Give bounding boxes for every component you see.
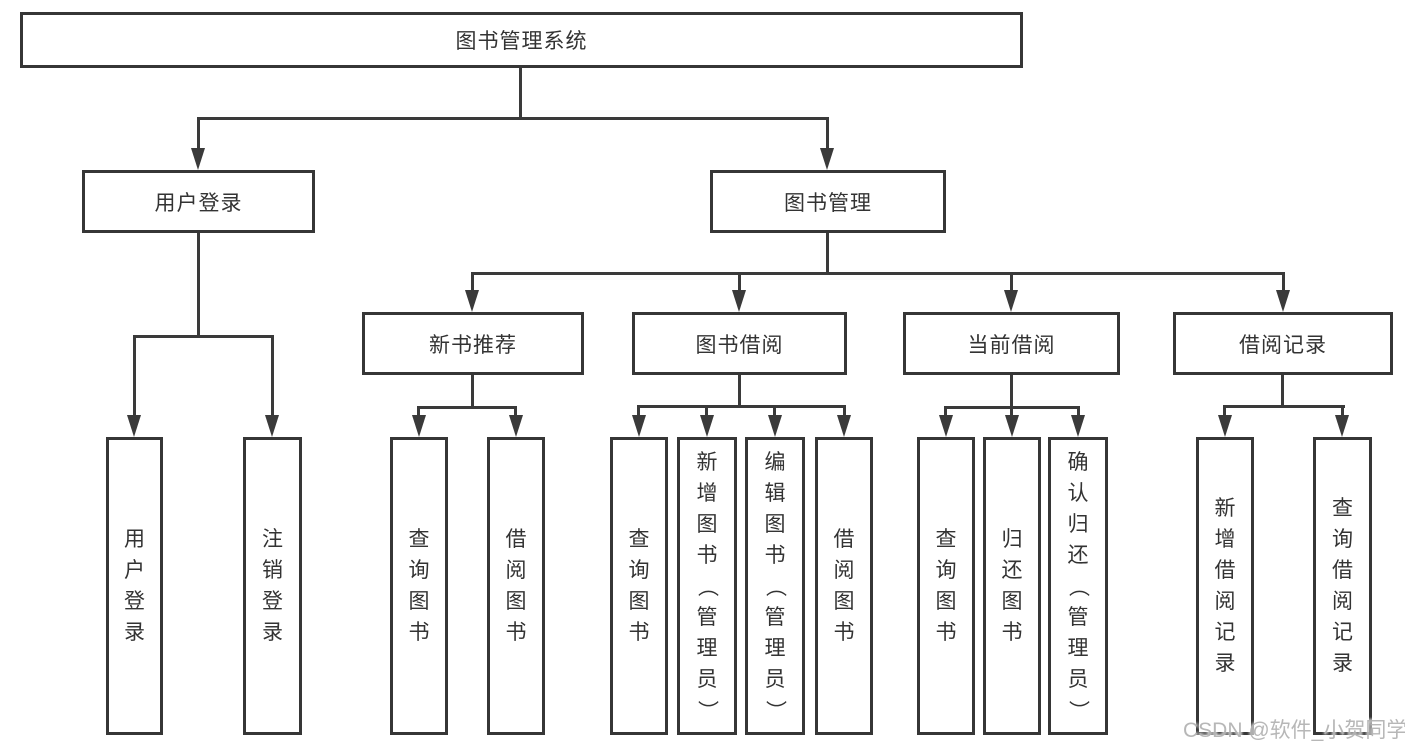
- node-root-system: 图书管理系统: [20, 12, 1023, 68]
- connector: [197, 233, 200, 335]
- csdn-watermark: CSDN @软件_小贺同学: [1183, 719, 1405, 742]
- connector: [133, 335, 274, 338]
- arrowhead-down: [1276, 290, 1290, 312]
- arrowhead-down: [700, 415, 714, 437]
- node-borrowing-records: 借阅记录: [1173, 312, 1393, 375]
- node-current-borrowing: 当前借阅: [903, 312, 1120, 375]
- arrowhead-down: [768, 415, 782, 437]
- connector: [1077, 406, 1080, 418]
- leaf-confirm-return-admin: 确认归还（管理员）: [1048, 437, 1108, 735]
- connector: [637, 405, 640, 417]
- connector: [417, 406, 420, 418]
- arrowhead-down: [837, 415, 851, 437]
- connector: [843, 405, 846, 417]
- node-label: 确认归还（管理员）: [1066, 450, 1090, 721]
- node-label: 用户登录: [124, 528, 145, 644]
- leaf-logout: 注销登录: [243, 437, 302, 735]
- arrowhead-down: [412, 415, 426, 437]
- arrowhead-down: [191, 148, 205, 170]
- leaf-query-borrow-record: 查询借阅记录: [1313, 437, 1372, 735]
- node-label: 查询图书: [408, 528, 430, 644]
- connector: [471, 272, 474, 292]
- connector: [1341, 405, 1344, 417]
- node-label: 借阅图书: [833, 528, 855, 644]
- connector: [133, 335, 136, 417]
- arrowhead-down: [1335, 415, 1349, 437]
- node-label: 借阅图书: [505, 528, 527, 644]
- node-label: 查询图书: [935, 528, 957, 644]
- connector: [471, 375, 474, 406]
- node-label: 借阅记录: [1239, 333, 1327, 357]
- arrowhead-down: [509, 415, 523, 437]
- leaf-edit-book-admin: 编辑图书（管理员）: [745, 437, 805, 735]
- node-label: 当前借阅: [967, 333, 1056, 357]
- node-book-management: 图书管理: [710, 170, 946, 233]
- connector: [738, 272, 741, 292]
- node-user-login: 用户登录: [82, 170, 315, 233]
- connector: [1010, 272, 1013, 292]
- connector: [197, 117, 829, 120]
- connector: [1010, 375, 1013, 406]
- arrowhead-down: [1218, 415, 1232, 437]
- arrowhead-down: [465, 290, 479, 312]
- connector: [826, 233, 829, 272]
- node-label: 新增借阅记录: [1214, 497, 1236, 675]
- leaf-borrow-book-borrow: 借阅图书: [815, 437, 873, 735]
- node-label: 归还图书: [1001, 528, 1023, 644]
- connector: [417, 406, 517, 409]
- arrowhead-down: [732, 290, 746, 312]
- connector: [637, 405, 846, 408]
- connector: [1223, 405, 1345, 408]
- node-label: 查询图书: [628, 528, 650, 644]
- arrowhead-down: [265, 415, 279, 437]
- arrowhead-down: [127, 415, 141, 437]
- connector: [826, 117, 829, 150]
- connector: [271, 335, 274, 417]
- node-label: 图书管理: [784, 191, 872, 215]
- node-new-book-recommend: 新书推荐: [362, 312, 584, 375]
- leaf-query-book-borrow: 查询图书: [610, 437, 668, 735]
- node-label: 图书管理系统: [455, 30, 588, 53]
- arrowhead-down: [820, 148, 834, 170]
- connector: [738, 375, 741, 405]
- node-label: 编辑图书（管理员）: [763, 450, 787, 721]
- connector: [1223, 405, 1226, 417]
- connector: [1010, 406, 1013, 418]
- arrowhead-down: [632, 415, 646, 437]
- arrowhead-down: [939, 415, 953, 437]
- connector: [197, 117, 200, 150]
- leaf-query-book-newrec: 查询图书: [390, 437, 448, 735]
- connector: [519, 68, 522, 117]
- connector: [705, 405, 708, 417]
- leaf-user-login: 用户登录: [106, 437, 163, 735]
- node-label: 新书推荐: [429, 333, 517, 357]
- node-label: 新增图书（管理员）: [695, 450, 719, 721]
- connector: [1281, 375, 1284, 405]
- connector: [944, 406, 947, 418]
- node-label: 注销登录: [262, 528, 283, 644]
- arrowhead-down: [1005, 415, 1019, 437]
- leaf-add-book-admin: 新增图书（管理员）: [677, 437, 737, 735]
- node-book-borrowing: 图书借阅: [632, 312, 847, 375]
- node-label: 查询借阅记录: [1332, 497, 1353, 675]
- connector: [773, 405, 776, 417]
- connector: [1282, 272, 1285, 292]
- leaf-borrow-book-newrec: 借阅图书: [487, 437, 545, 735]
- node-label: 用户登录: [154, 191, 243, 215]
- connector: [471, 272, 1285, 275]
- node-label: 图书借阅: [695, 333, 784, 357]
- leaf-query-book-current: 查询图书: [917, 437, 975, 735]
- arrowhead-down: [1004, 290, 1018, 312]
- leaf-add-borrow-record: 新增借阅记录: [1196, 437, 1254, 735]
- leaf-return-book: 归还图书: [983, 437, 1041, 735]
- arrowhead-down: [1071, 415, 1085, 437]
- connector: [514, 406, 517, 418]
